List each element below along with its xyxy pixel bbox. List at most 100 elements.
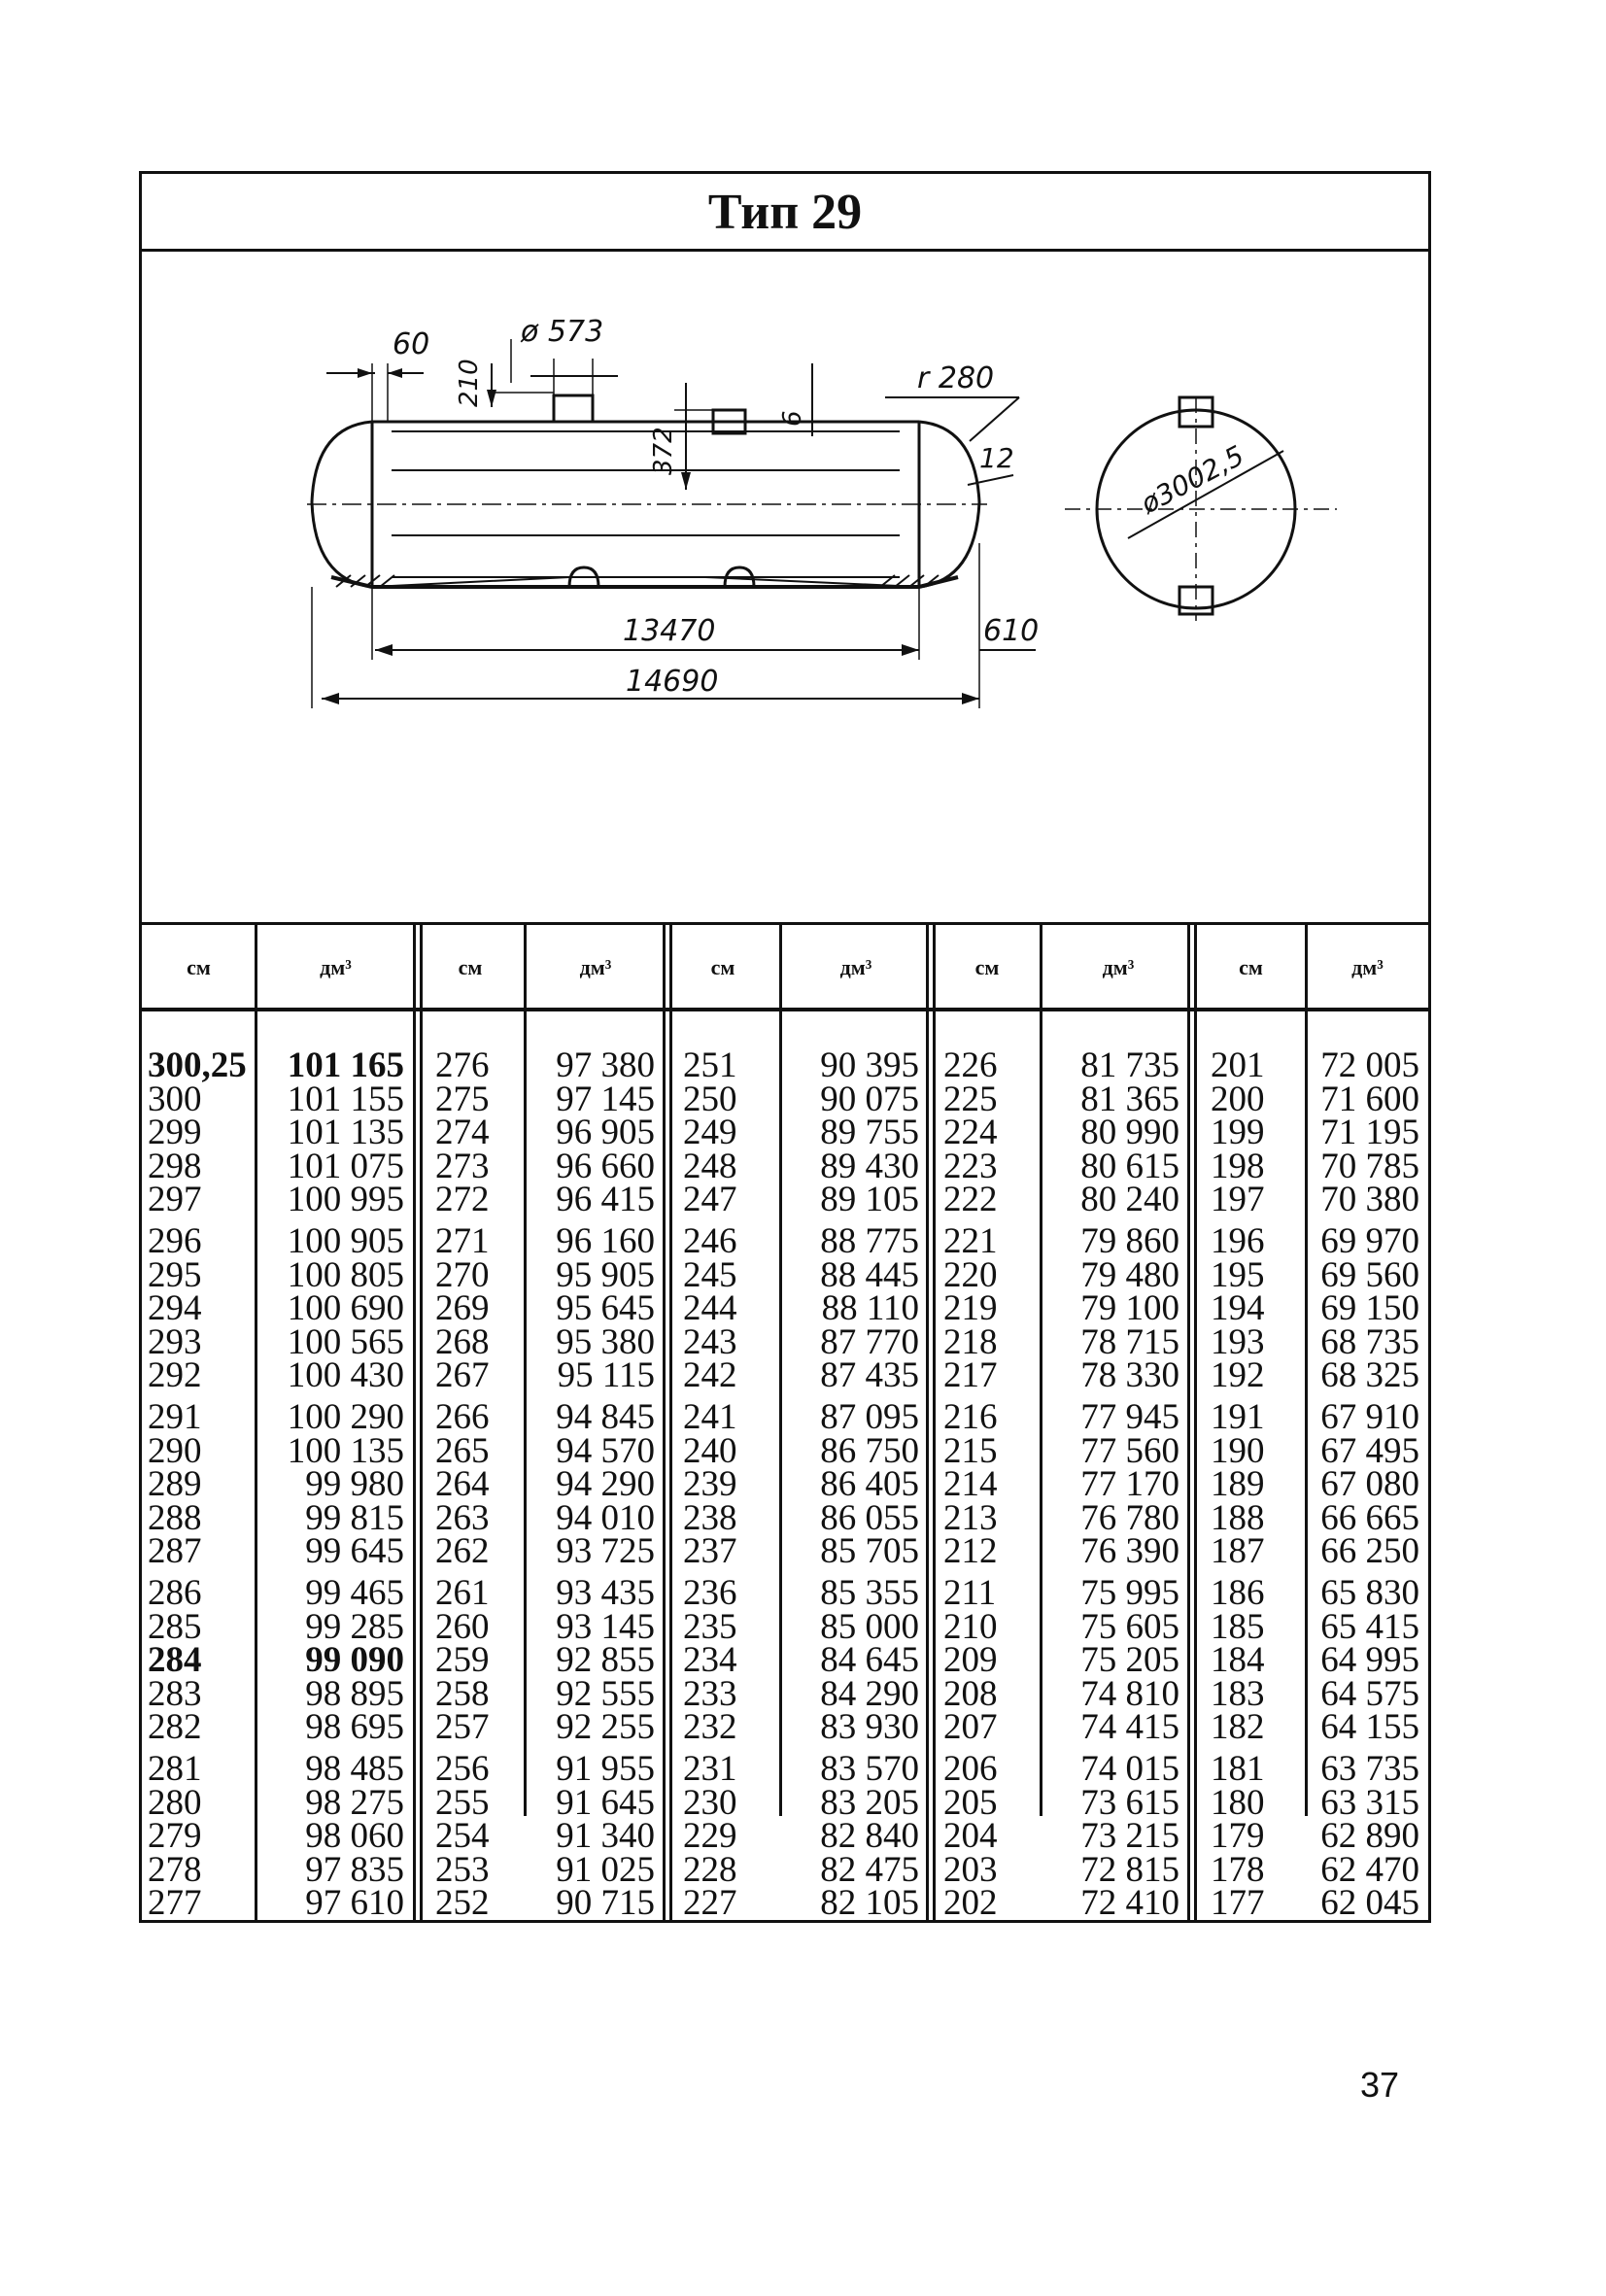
- dm-cell: 71 195: [1320, 1113, 1419, 1153]
- dm-cell: 74 810: [1080, 1673, 1179, 1714]
- cm-cell: 294: [148, 1288, 202, 1329]
- cm-cell: 281: [148, 1749, 202, 1789]
- dm-cell: 85 705: [820, 1531, 919, 1572]
- cm-cell: 188: [1211, 1497, 1265, 1538]
- dm-cell: 100 905: [287, 1221, 404, 1261]
- cm-cell: 227: [683, 1883, 737, 1924]
- cm-cell: 245: [683, 1254, 737, 1295]
- cm-cell: 218: [943, 1321, 998, 1362]
- cm-cell: 223: [943, 1146, 998, 1186]
- cm-cell: 229: [683, 1816, 737, 1857]
- dm-cell: 94 845: [556, 1397, 655, 1437]
- cm-cell: 183: [1211, 1673, 1265, 1714]
- dm-cell: 63 315: [1320, 1782, 1419, 1823]
- dm-cell: 75 995: [1080, 1573, 1179, 1613]
- dim-573: ø 573: [520, 315, 603, 349]
- cm-cell: 214: [943, 1464, 998, 1505]
- grid-line: [1187, 922, 1190, 1923]
- cm-cell: 208: [943, 1673, 998, 1714]
- dm-cell: 86 750: [820, 1430, 919, 1471]
- dm-cell: 74 415: [1080, 1707, 1179, 1748]
- cm-cell: 207: [943, 1707, 998, 1748]
- dm-cell: 66 250: [1320, 1531, 1419, 1572]
- cm-cell: 241: [683, 1397, 737, 1437]
- dm-cell: 92 855: [556, 1640, 655, 1681]
- cm-cell: 221: [943, 1221, 998, 1261]
- dm-cell: 66 665: [1320, 1497, 1419, 1538]
- dm-cell: 78 330: [1080, 1355, 1179, 1396]
- dm-cell: 100 430: [287, 1355, 404, 1396]
- dm-cell: 70 785: [1320, 1146, 1419, 1186]
- cm-cell: 216: [943, 1397, 998, 1437]
- dm-cell: 83 205: [820, 1782, 919, 1823]
- dm-cell: 101 075: [287, 1146, 404, 1186]
- dim-14690: 14690: [626, 665, 718, 699]
- dm-cell: 62 045: [1320, 1883, 1419, 1924]
- cm-cell: 181: [1211, 1749, 1265, 1789]
- dm-cell: 79 480: [1080, 1254, 1179, 1295]
- dm-cell: 72 410: [1080, 1883, 1179, 1924]
- dm-cell: 94 570: [556, 1430, 655, 1471]
- dm-cell: 89 430: [820, 1146, 919, 1186]
- dm-cell: 64 575: [1320, 1673, 1419, 1714]
- dm-cell: 99 645: [305, 1531, 404, 1572]
- dm-cell: 75 205: [1080, 1640, 1179, 1681]
- grid-line: [669, 922, 672, 1923]
- cm-cell: 200: [1211, 1079, 1265, 1119]
- cm-cell: 239: [683, 1464, 737, 1505]
- cm-cell: 185: [1211, 1606, 1265, 1647]
- dm-cell: 100 805: [287, 1254, 404, 1295]
- dm-cell: 101 165: [287, 1045, 404, 1085]
- cm-cell: 205: [943, 1782, 998, 1823]
- grid-line: [1194, 922, 1197, 1923]
- dm-cell: 99 090: [305, 1640, 404, 1681]
- cm-cell: 201: [1211, 1045, 1265, 1085]
- cm-cell: 178: [1211, 1849, 1265, 1890]
- dm-cell: 83 930: [820, 1707, 919, 1748]
- cm-cell: 206: [943, 1749, 998, 1789]
- cm-cell: 251: [683, 1045, 737, 1085]
- cm-cell: 189: [1211, 1464, 1265, 1505]
- dm-cell: 98 485: [305, 1749, 404, 1789]
- header-cm-2: см: [458, 955, 483, 979]
- dim-12: 12: [979, 442, 1014, 474]
- grid-line: [413, 922, 416, 1923]
- dm-cell: 99 815: [305, 1497, 404, 1538]
- cm-cell: 202: [943, 1883, 998, 1924]
- cm-cell: 182: [1211, 1707, 1265, 1748]
- cm-cell: 225: [943, 1079, 998, 1119]
- cm-cell: 217: [943, 1355, 998, 1396]
- cm-cell: 198: [1211, 1146, 1265, 1186]
- cm-cell: 265: [435, 1430, 490, 1471]
- dm-cell: 65 830: [1320, 1573, 1419, 1613]
- cm-cell: 253: [435, 1849, 490, 1890]
- dim-6: 6: [778, 410, 807, 427]
- dm-cell: 98 895: [305, 1673, 404, 1714]
- cm-cell: 280: [148, 1782, 202, 1823]
- cm-cell: 248: [683, 1146, 737, 1186]
- dm-cell: 97 145: [556, 1079, 655, 1119]
- dm-cell: 77 945: [1080, 1397, 1179, 1437]
- dm-cell: 86 405: [820, 1464, 919, 1505]
- cm-cell: 242: [683, 1355, 737, 1396]
- dm-cell: 96 905: [556, 1113, 655, 1153]
- dm-cell: 91 955: [556, 1749, 655, 1789]
- dm-cell: 98 275: [305, 1782, 404, 1823]
- cm-cell: 187: [1211, 1531, 1265, 1572]
- dm-cell: 90 075: [820, 1079, 919, 1119]
- cm-cell: 179: [1211, 1816, 1265, 1857]
- dm-cell: 87 435: [820, 1355, 919, 1396]
- cm-cell: 254: [435, 1816, 490, 1857]
- grid-line: [524, 922, 527, 1816]
- dm-cell: 99 285: [305, 1606, 404, 1647]
- dm-cell: 93 145: [556, 1606, 655, 1647]
- cm-cell: 261: [435, 1573, 490, 1613]
- cm-cell: 240: [683, 1430, 737, 1471]
- cm-cell: 279: [148, 1816, 202, 1857]
- dm-cell: 88 775: [820, 1221, 919, 1261]
- dm-cell: 99 465: [305, 1573, 404, 1613]
- header-dm-3: дм³: [839, 955, 872, 979]
- cm-cell: 282: [148, 1707, 202, 1748]
- cm-cell: 203: [943, 1849, 998, 1890]
- dim-13470: 13470: [623, 614, 715, 648]
